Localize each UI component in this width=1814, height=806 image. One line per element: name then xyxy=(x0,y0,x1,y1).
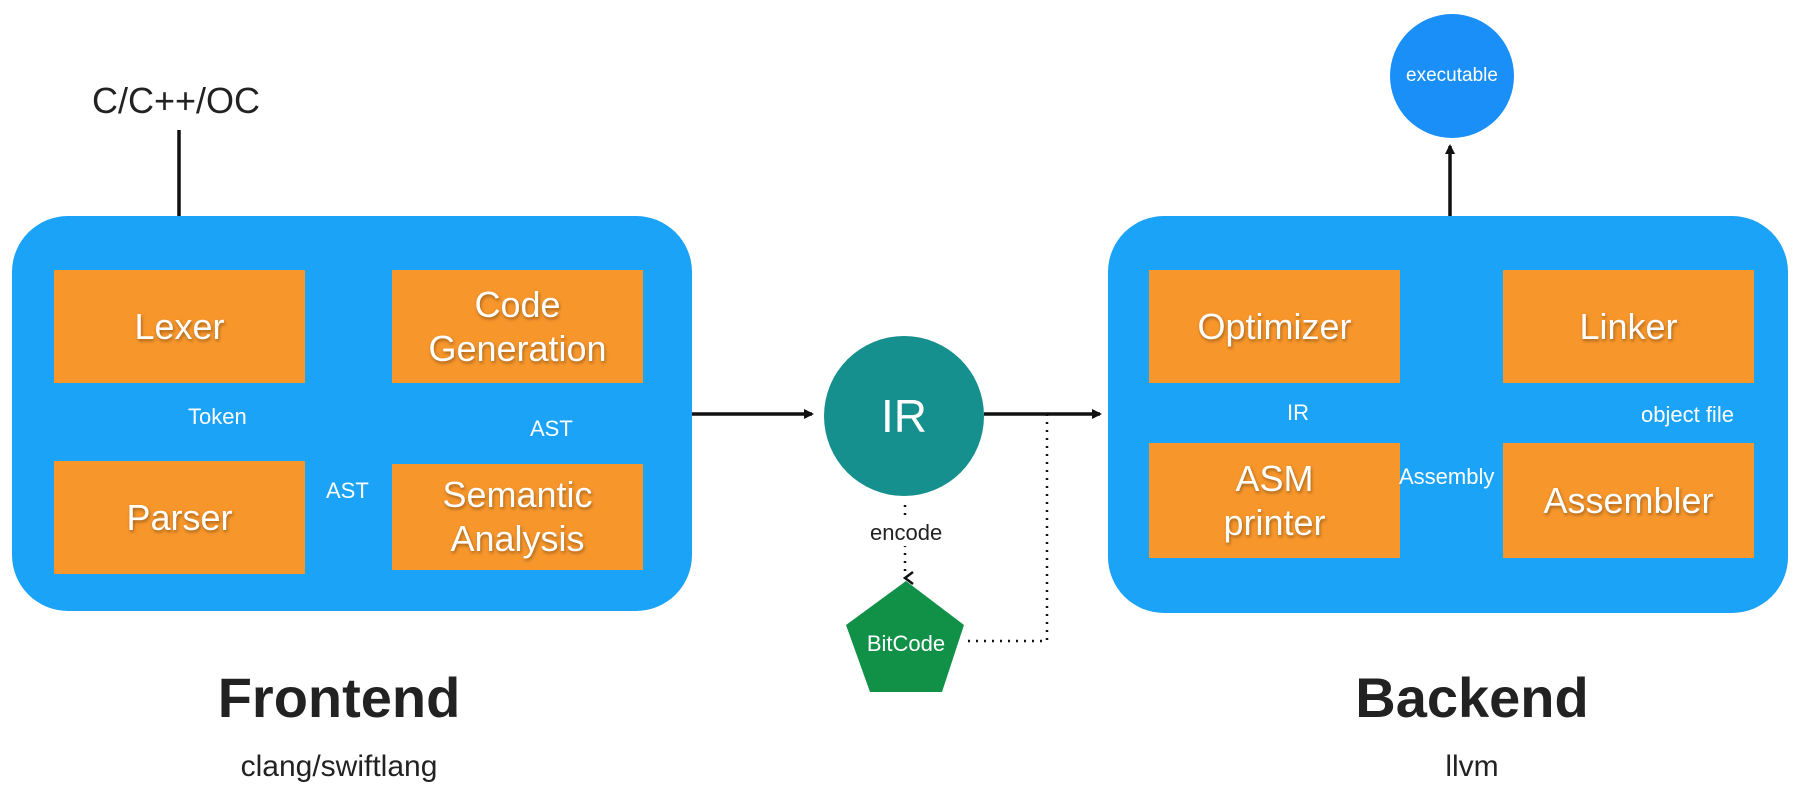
backend-subtitle: llvm xyxy=(1445,750,1499,783)
encode-label: encode xyxy=(868,520,945,546)
lexer-box: Lexer xyxy=(54,270,305,383)
ir-circle: IR xyxy=(824,336,984,496)
ir-edge-label: IR xyxy=(1287,400,1309,425)
executable-circle: executable xyxy=(1390,14,1514,138)
bitcode-label: BitCode xyxy=(866,631,946,656)
frontend-title: Frontend xyxy=(217,666,461,729)
executable-label: executable xyxy=(1406,65,1498,86)
backend-title: Backend xyxy=(1355,666,1589,729)
optimizer-box: Optimizer xyxy=(1149,270,1400,383)
bitcode-to-backend-dotted xyxy=(968,412,1090,643)
parser-box: Parser xyxy=(54,461,305,574)
object-file-edge-label: object file xyxy=(1641,402,1734,427)
ast-edge-label-2: AST xyxy=(530,416,573,441)
ir-label: IR xyxy=(881,390,927,442)
codegen-box: Code Generation xyxy=(392,270,643,383)
assembly-edge-label: Assembly xyxy=(1399,464,1495,489)
input-label: C/C++/OC xyxy=(92,80,261,121)
asm-printer-box: ASM printer xyxy=(1149,443,1400,558)
linker-box: Linker xyxy=(1503,270,1754,383)
token-edge-label: Token xyxy=(188,404,247,429)
assembler-box: Assembler xyxy=(1503,443,1754,558)
frontend-subtitle: clang/swiftlang xyxy=(240,750,438,783)
ast-edge-label-1: AST xyxy=(326,478,369,503)
semantic-analysis-box: Semantic Analysis xyxy=(392,464,643,570)
